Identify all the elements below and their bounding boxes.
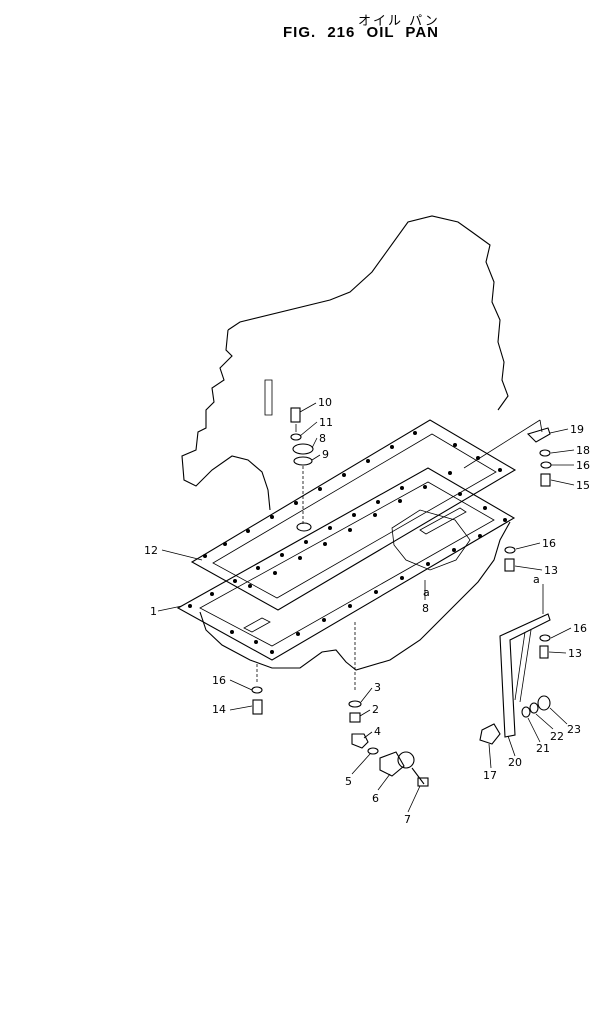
callout-16-left: 16 <box>212 674 226 687</box>
callout-20: 17 <box>483 769 497 782</box>
callout-1: 1 <box>150 605 157 618</box>
callout-2: 2 <box>372 703 379 716</box>
bracket-assembly <box>463 419 552 745</box>
callout-10: 10 <box>318 396 332 409</box>
callout-5: 5 <box>345 775 352 788</box>
callout-13-lower: 13 <box>568 647 582 660</box>
callout-a-upper: a <box>533 573 540 586</box>
oil-pan-flange <box>176 467 516 661</box>
callout-16-top: 16 <box>576 459 590 472</box>
callout-9: 9 <box>322 448 329 461</box>
callout-4: 4 <box>374 725 381 738</box>
oil-pan-slot-right <box>419 507 467 535</box>
callout-13-upper: 13 <box>544 564 558 577</box>
oil-pan-body <box>199 521 511 671</box>
gasket-outline <box>190 419 517 611</box>
callout-21: 21 <box>536 742 550 755</box>
figure-japanese-title: オイル パン <box>358 14 440 29</box>
engine-block-outline <box>181 215 509 511</box>
callout-3: 3 <box>374 681 381 694</box>
callout-19: 20 <box>508 756 522 769</box>
callout-8-top: 8 <box>319 432 326 445</box>
callout-22: 22 <box>550 730 564 743</box>
engine-block-detail <box>264 379 273 416</box>
oil-pan-sump <box>391 509 471 571</box>
callout-16-mid: 16 <box>542 537 556 550</box>
oil-pan-bolt-holes <box>188 486 507 654</box>
drain-valve-assembly <box>348 622 429 787</box>
callout-17: 18 <box>576 444 590 457</box>
pan-bolt-assembly <box>251 664 263 715</box>
callout-14: 14 <box>212 703 226 716</box>
figure-title: FIG. 216 OIL PAN <box>283 24 439 41</box>
callout-12: 12 <box>144 544 158 557</box>
callout-11: 11 <box>319 416 333 429</box>
callout-18: 19 <box>570 423 584 436</box>
oil-pan-slot-left <box>243 617 271 633</box>
callout-7: 7 <box>404 813 411 826</box>
oil-pan-inner-flange <box>199 481 495 647</box>
callout-23: 23 <box>567 723 581 736</box>
leader-lines <box>157 402 575 813</box>
callout-15: 15 <box>576 479 590 492</box>
gasket-inner-outline <box>212 433 497 599</box>
callout-a-lower: a <box>423 586 430 599</box>
gasket-bolt-holes <box>203 431 502 588</box>
callout-16-right: 16 <box>573 622 587 635</box>
filler-cap-assembly <box>290 407 314 532</box>
callout-6: 6 <box>372 792 379 805</box>
callout-8-pan: 8 <box>422 602 429 615</box>
